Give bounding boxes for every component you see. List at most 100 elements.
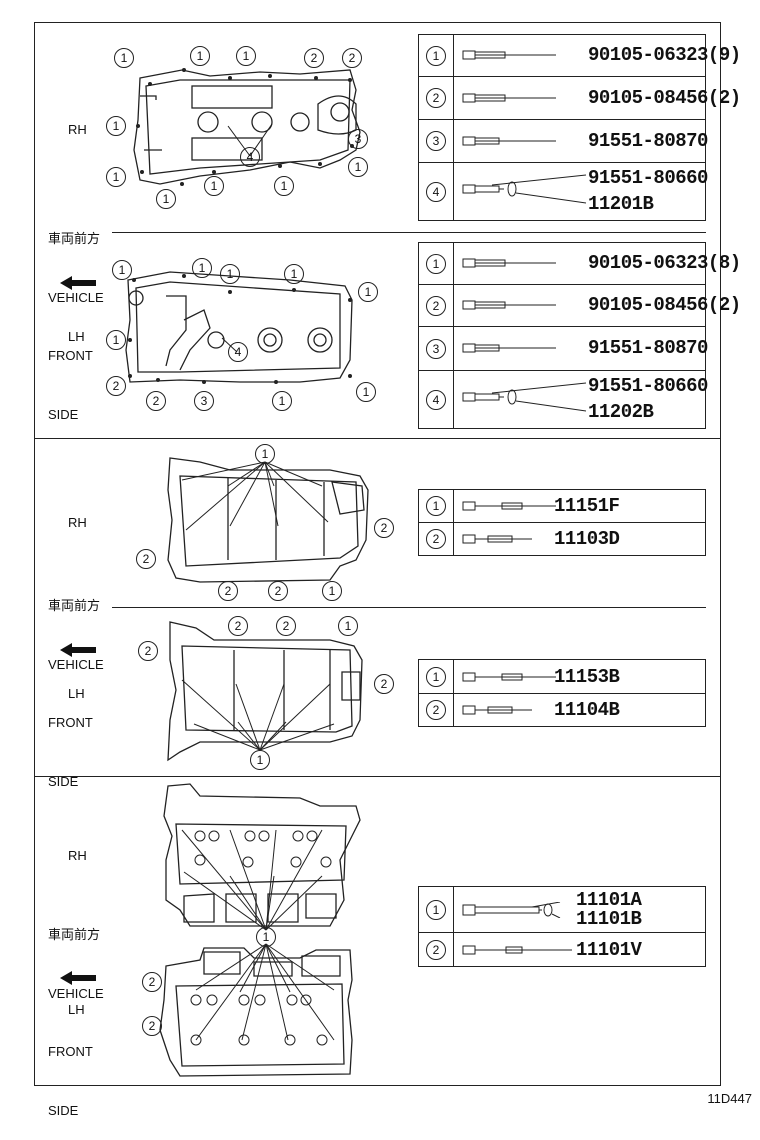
callout-lh-1: 1 [220,264,240,284]
lh-label: LH [68,1002,85,1017]
side-label-front: FRONT [48,348,93,363]
row-index: 1 [426,45,446,66]
callout-2: 2 [142,1016,162,1036]
bolt-icon [462,534,532,544]
row-index: 2 [426,295,446,316]
part-number-link[interactable]: 91551-80660 [588,375,708,397]
callout-rh-1: 1 [190,46,210,66]
parts-row: 1 11101A 11101B [418,886,706,933]
callout-lh-1: 1 [112,260,132,280]
callout-lh-1: 1 [272,391,292,411]
parts-row: 4 91551-80660 11201B [418,162,708,221]
row-index: 1 [426,666,446,687]
bolt-icon [462,945,572,955]
callout-rh-4: 4 [240,147,260,167]
side-label-front: FRONT [48,1044,93,1059]
parts-row: 2 90105-08456(2) [418,76,741,120]
callout-lh-2: 2 [106,376,126,396]
row-index: 2 [426,939,446,960]
parts-row: 2 11104B [418,693,706,727]
parts-row: 2 11101V [418,932,706,967]
callout-lh-3: 3 [194,391,214,411]
section-divider [34,438,721,439]
side-label-jp: 車両前方 [48,927,101,942]
row-index: 4 [426,181,446,202]
rh-label: RH [68,515,87,530]
row-index: 1 [426,253,446,274]
row-index: 2 [426,529,446,549]
side-label-jp: 車両前方 [48,231,101,246]
callout-lh-1: 1 [284,264,304,284]
parts-row: 1 11153B [418,659,706,694]
callout-lh-4: 4 [228,342,248,362]
callout-lh-1: 1 [338,616,358,636]
bolt-with-washer-icon [462,174,587,204]
diagram-frame [34,22,721,1086]
part-number-link[interactable]: 91551-80870 [588,337,708,359]
callout-rh-1: 1 [322,581,342,601]
vehicle-front-side-label: 車両前方 VEHICLE FRONT SIDE [48,190,104,444]
callout-rh-3: 3 [348,129,368,149]
part-number-link[interactable]: 91551-80870 [588,130,708,152]
rh-lh-divider [112,607,706,608]
rh-head-cover-parts-table: 1 90105-06323(9) 2 90105-08456(2) 3 9155… [418,34,741,221]
rh-camshaft-housing-parts-table: 1 11151F 2 11103D [418,489,706,556]
part-number-link[interactable]: 90105-06323(8) [588,252,741,274]
callout-2: 2 [142,972,162,992]
part-number-link[interactable]: 11104B [554,699,620,721]
callout-lh-1: 1 [192,258,212,278]
callout-rh-1: 1 [114,48,134,68]
part-number-link[interactable]: 11202B [588,401,654,423]
part-number-link[interactable]: 90105-06323(9) [588,44,741,66]
bolt-icon [462,705,532,715]
side-label-side: SIDE [48,406,79,422]
front-arrow-icon [60,971,96,985]
callout-rh-2: 2 [268,581,288,601]
rh-lh-divider [112,232,706,233]
callout-rh-2: 2 [374,518,394,538]
callout-rh-1: 1 [348,157,368,177]
side-label-vehicle: VEHICLE [48,656,104,672]
part-number-link[interactable]: 11151F [554,495,620,517]
vehicle-front-side-label: 車両前方 VEHICLE FRONT SIDE [48,557,104,811]
part-number-link[interactable]: 90105-08456(2) [588,294,741,316]
row-index: 3 [426,338,446,359]
part-number-link[interactable]: 91551-80660 [588,167,708,189]
callout-lh-2: 2 [138,641,158,661]
side-label-jp: 車両前方 [48,598,101,613]
part-number-link[interactable]: 11103D [554,528,620,550]
parts-row: 1 90105-06323(8) [418,242,741,285]
bolt-icon [462,93,556,103]
side-label-vehicle: VEHICLE [48,289,104,305]
cylinder-head-parts-table: 1 11101A 11101B 2 11101V [418,886,706,967]
part-number-link[interactable]: 11101A [576,889,642,911]
parts-row: 3 91551-80870 [418,326,708,371]
part-number-link[interactable]: 11101B [576,908,642,930]
callout-rh-2: 2 [136,549,156,569]
callout-rh-1: 1 [274,176,294,196]
cylinder-head-drawing [159,783,361,1077]
callout-lh-2: 2 [228,616,248,636]
callout-lh-1: 1 [106,330,126,350]
parts-row: 1 90105-06323(9) [418,34,741,77]
lh-camshaft-housing-parts-table: 1 11153B 2 11104B [418,659,706,727]
bolt-with-washer-icon [462,382,587,412]
part-number-link[interactable]: 11201B [588,193,654,215]
row-index: 1 [426,496,446,516]
callout-lh-1: 1 [250,750,270,770]
row-index: 2 [426,700,446,720]
callout-rh-1: 1 [156,189,176,209]
part-number-link[interactable]: 11153B [554,666,620,688]
callout-lh-1: 1 [356,382,376,402]
row-index: 4 [426,389,446,410]
row-index: 3 [426,131,446,151]
callout-rh-1: 1 [255,444,275,464]
part-number-link[interactable]: 90105-08456(2) [588,87,741,109]
bolt-icon [462,672,556,682]
part-number-link[interactable]: 11101V [576,939,642,961]
callout-rh-1: 1 [106,167,126,187]
rh-label: RH [68,122,87,137]
callout-lh-2: 2 [374,674,394,694]
long-bolt-with-washer-icon [462,902,561,918]
row-index: 1 [426,899,446,920]
